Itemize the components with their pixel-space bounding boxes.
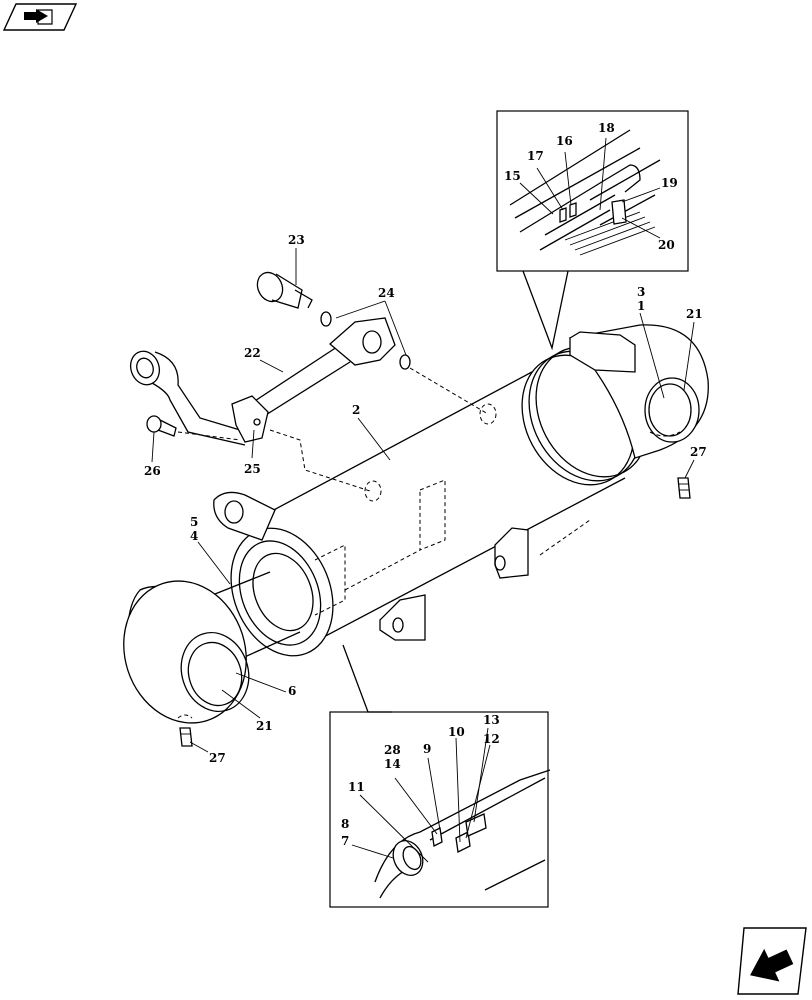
label-21-left: 21 [256,719,273,733]
label-19: 19 [661,176,678,190]
hydraulic-pipe [129,271,411,446]
o-ring-upper [320,311,332,327]
label-11: 11 [348,780,365,794]
label-7: 7 [341,834,349,848]
label-20: 20 [658,238,675,252]
label-21-right: 21 [686,307,703,321]
label-8: 8 [341,817,349,831]
label-5: 5 [190,515,198,529]
hidden-lines [177,367,591,616]
o-ring-lower [399,354,411,370]
label-15: 15 [504,169,521,183]
label-2: 2 [352,403,360,417]
leader-lines [151,137,695,863]
label-12: 12 [483,732,500,746]
label-22: 22 [244,346,261,360]
label-18: 18 [598,121,615,135]
label-6: 6 [288,684,296,698]
cylinder-base-end [568,324,709,499]
book-tab-icon[interactable] [2,3,78,31]
label-9: 9 [423,742,431,756]
label-16: 16 [556,134,573,148]
label-23: 23 [288,233,305,247]
next-page-arrow-icon[interactable] [737,927,807,995]
label-3: 3 [637,285,645,299]
label-17: 17 [527,149,544,163]
label-10: 10 [448,725,465,739]
piston-rod [123,571,301,747]
detail-callout-top [496,110,689,351]
detail-callout-bottom [329,644,551,908]
label-13: 13 [483,713,500,727]
label-27-right: 27 [690,445,707,459]
label-27-left: 27 [209,751,226,765]
label-1: 1 [637,299,645,313]
callout-labels: 23 24 22 25 26 2 3 1 21 27 5 4 6 21 27 1… [144,121,707,848]
label-28: 28 [384,743,401,757]
label-14: 14 [384,757,401,771]
label-4: 4 [190,529,198,543]
label-26: 26 [144,464,161,478]
label-24: 24 [378,286,395,300]
cylinder-head-end [213,491,334,657]
label-25: 25 [244,462,261,476]
tube-brackets [379,527,529,641]
